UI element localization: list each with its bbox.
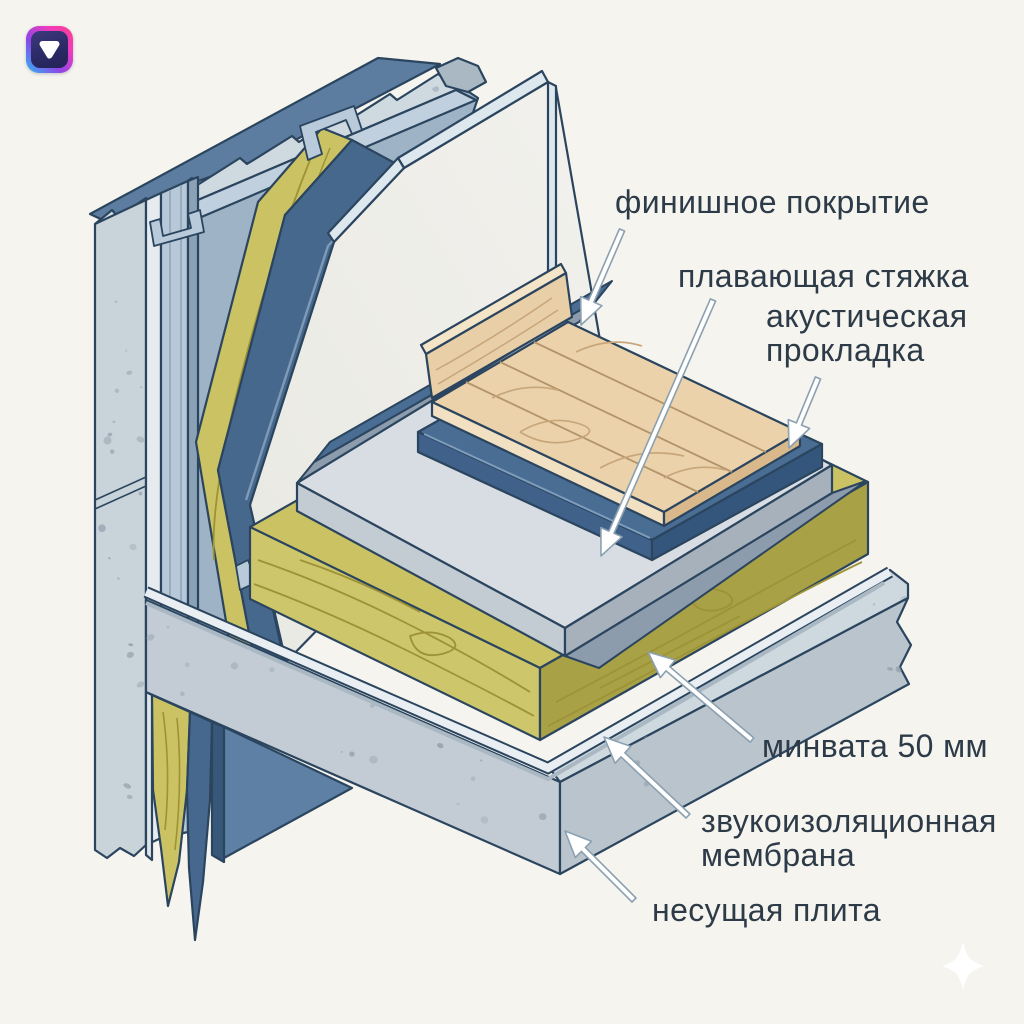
label-finish-coating: финишное покрытие (615, 184, 930, 220)
leader-arrow-bearing-slab (564, 830, 637, 903)
leader-arrows (564, 228, 822, 903)
diagram-labels: финишное покрытие плавающая стяжка акуст… (615, 184, 997, 928)
label-membrane-2: мембрана (701, 837, 855, 873)
slab-right-face (558, 596, 913, 876)
leader-arrow-floating-screed (600, 298, 717, 557)
lower-wall-continuation (144, 690, 354, 942)
sparkle-icon (942, 942, 984, 990)
label-floating-screed: плавающая стяжка (678, 258, 969, 294)
label-membrane-1: звукоизоляционная (701, 803, 997, 839)
label-bearing-slab: несущая плита (652, 892, 881, 928)
down-triangle-icon (39, 41, 60, 59)
logo-core (31, 31, 68, 68)
label-mineral-wool: минвата 50 мм (762, 728, 988, 764)
wall-panel-edge-chamfer (326, 156, 406, 244)
leader-arrow-mineral-wool (647, 651, 755, 743)
c-stud-icon (299, 105, 363, 161)
gradient-logo-badge (26, 26, 73, 73)
label-acoustic-pad-1: акустическая (766, 298, 967, 334)
c-stud-icon (149, 209, 205, 247)
lower-blue-strip-dark (210, 720, 226, 864)
leader-arrow-membrane (603, 736, 691, 819)
layer-sound-membrane (143, 566, 893, 782)
standing-plank-top (419, 262, 568, 356)
wood-right-face (662, 430, 802, 528)
layer-finish-floor (419, 262, 802, 528)
lower-ceiling-panel (222, 725, 354, 860)
screed-right-face (563, 463, 834, 658)
wall-torn-concrete-top (434, 56, 488, 94)
lower-gap-strip (144, 690, 154, 862)
label-acoustic-pad-2: прокладка (766, 332, 925, 368)
leader-arrow-finish-coating (579, 228, 626, 326)
leader-arrow-acoustic-pad (787, 376, 822, 449)
underlay-right-face (650, 442, 824, 562)
